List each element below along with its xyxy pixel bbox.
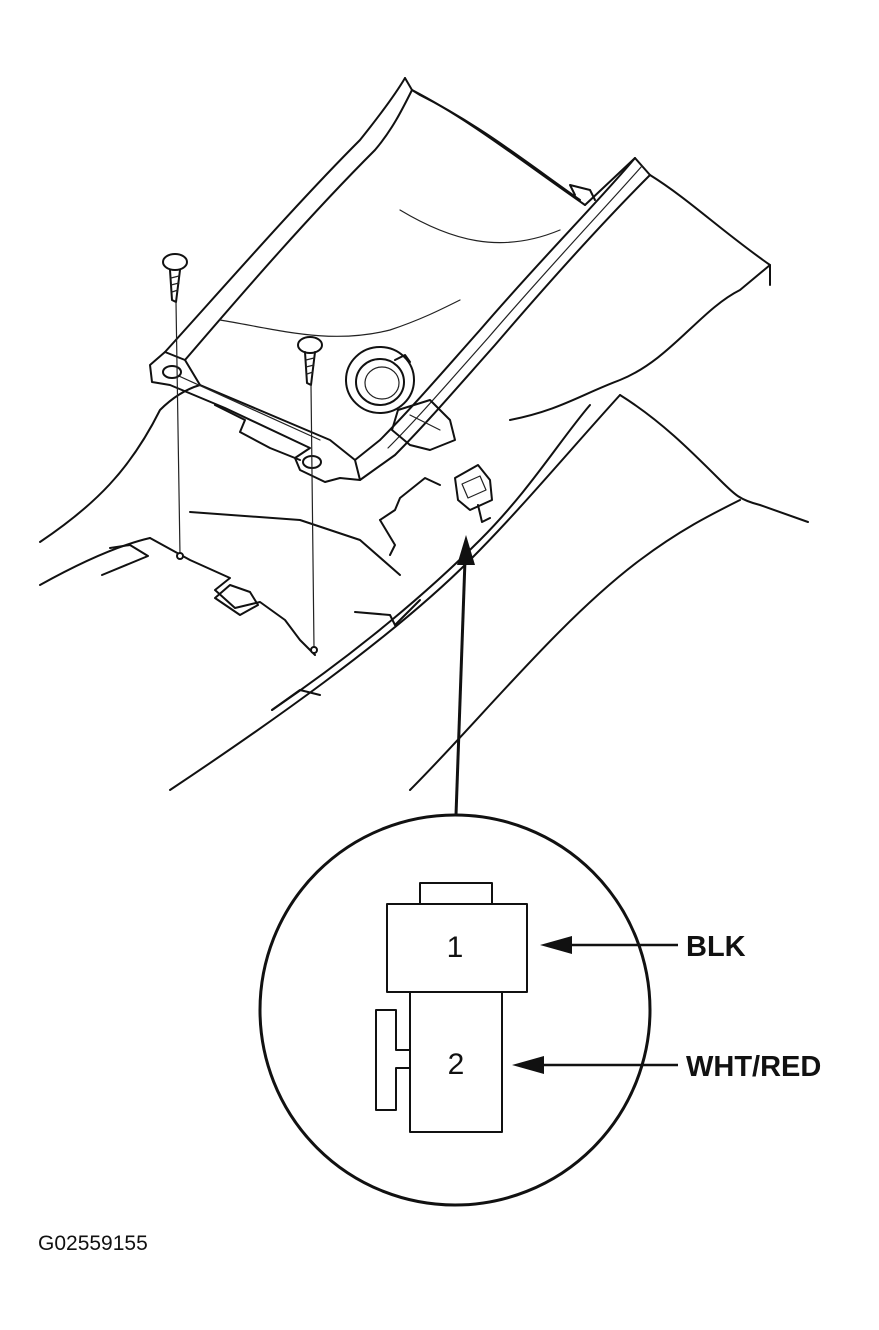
- mounting-screw-right: [297, 336, 323, 654]
- console-trim-panel: [149, 77, 771, 483]
- connector-lock-clip: [375, 1009, 411, 1111]
- terminal-2-leader-arrow: [512, 1056, 678, 1074]
- figure-id: G02559155: [38, 1232, 148, 1255]
- detail-pointer-arrow: [454, 535, 475, 816]
- terminal-2-number: 2: [448, 1048, 465, 1081]
- connector-latch-tab: [419, 882, 493, 906]
- connector-detail-view: 1 2: [258, 813, 678, 1207]
- terminal-1-number: 1: [447, 931, 464, 964]
- accessory-socket: [345, 346, 456, 451]
- wire-color-label-wht-red: WHT/RED: [686, 1051, 821, 1083]
- mounting-screw-left: [162, 253, 188, 560]
- terminal-2-housing: [409, 991, 503, 1133]
- terminal-1-housing: [386, 903, 528, 993]
- center-console-body: [39, 264, 809, 791]
- wire-color-label-blk: BLK: [686, 931, 746, 963]
- socket-connector: [454, 464, 493, 523]
- terminal-1-leader-arrow: [540, 936, 678, 954]
